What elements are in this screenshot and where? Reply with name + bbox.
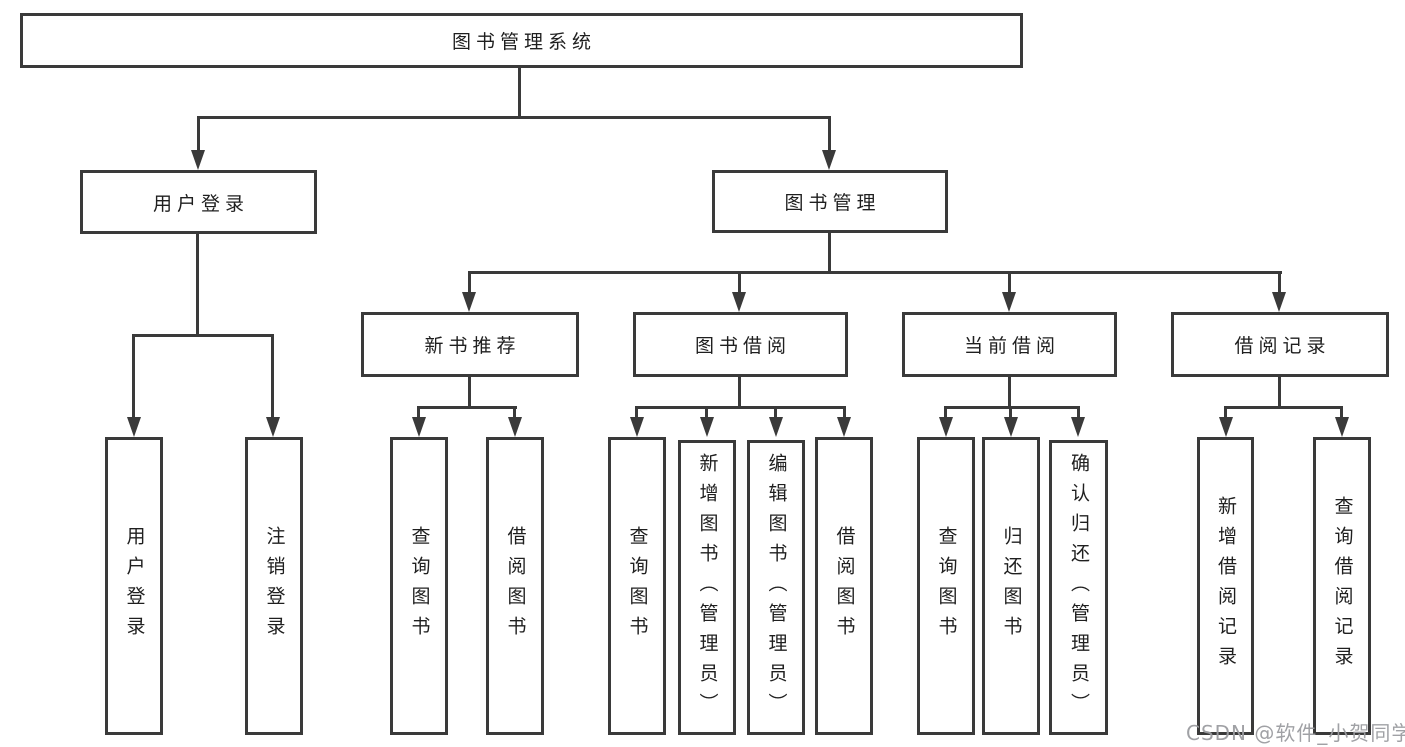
- leaf-query-lending-record: 查询借阅记录: [1313, 437, 1371, 735]
- connector-lending-records-stem: [1278, 377, 1281, 409]
- node-user-login: 用户登录: [80, 170, 317, 234]
- connector-user-login-stem: [196, 234, 199, 337]
- arrow-down-icon: [1002, 292, 1016, 312]
- connector-book-lending-split: [635, 406, 845, 409]
- arrow-down-icon: [732, 292, 746, 312]
- node-new-book-recommend: 新书推荐: [361, 312, 579, 377]
- leaf-query-books-recommend: 查询图书: [390, 437, 448, 735]
- connector-drop-leaf-user-login: [132, 334, 135, 419]
- connector-book-management-split: [468, 271, 1282, 274]
- leaf-borrow-books-recommend: 借阅图书: [486, 437, 544, 735]
- connector-book-management-stem: [828, 233, 831, 274]
- connector-drop: [774, 406, 777, 420]
- arrow-down-icon: [266, 417, 280, 437]
- leaf-borrow-books-lending: 借阅图书: [815, 437, 873, 735]
- arrow-down-icon: [1335, 417, 1349, 437]
- connector-current-lending-split: [944, 406, 1080, 409]
- leaf-edit-book-admin: 编辑图书（管理员）: [747, 440, 805, 735]
- leaf-query-books-current: 查询图书: [917, 437, 975, 735]
- connector-drop-book-lending: [738, 271, 741, 296]
- leaf-query-books-lending: 查询图书: [608, 437, 666, 735]
- connector-drop: [1009, 406, 1012, 420]
- leaf-confirm-return-admin: 确认归还（管理员）: [1049, 440, 1108, 735]
- connector-drop: [843, 406, 846, 420]
- connector-drop: [1077, 406, 1080, 420]
- connector-drop-current-lending: [1008, 271, 1011, 296]
- connector-drop: [705, 406, 708, 420]
- connector-drop: [1340, 406, 1343, 420]
- node-book-lending: 图书借阅: [633, 312, 848, 377]
- leaf-return-books: 归还图书: [982, 437, 1040, 735]
- connector-current-lending-stem: [1008, 377, 1011, 409]
- connector-drop-leaf-logout: [271, 334, 274, 419]
- node-lending-records: 借阅记录: [1171, 312, 1389, 377]
- arrow-down-icon: [939, 417, 953, 437]
- arrow-down-icon: [508, 417, 522, 437]
- connector-user-login-split: [132, 334, 274, 337]
- arrow-down-icon: [412, 417, 426, 437]
- leaf-add-lending-record: 新增借阅记录: [1197, 437, 1254, 735]
- arrow-down-icon: [191, 150, 205, 170]
- arrow-down-icon: [1219, 417, 1233, 437]
- arrow-down-icon: [127, 417, 141, 437]
- watermark: CSDN @软件_小贺同学: [1186, 721, 1405, 745]
- arrow-down-icon: [769, 417, 783, 437]
- connector-drop: [944, 406, 947, 420]
- connector-root-stem: [518, 68, 521, 119]
- connector-drop-lending-records: [1278, 271, 1281, 296]
- connector-drop-book-management: [828, 116, 831, 154]
- arrow-down-icon: [822, 150, 836, 170]
- leaf-add-book-admin: 新增图书（管理员）: [678, 440, 736, 735]
- arrow-down-icon: [462, 292, 476, 312]
- leaf-logout: 注销登录: [245, 437, 303, 735]
- arrow-down-icon: [700, 417, 714, 437]
- connector-drop: [1224, 406, 1227, 420]
- arrow-down-icon: [1272, 292, 1286, 312]
- arrow-down-icon: [1004, 417, 1018, 437]
- connector-book-lending-stem: [738, 377, 741, 409]
- leaf-user-login: 用户登录: [105, 437, 163, 735]
- arrow-down-icon: [630, 417, 644, 437]
- node-current-lending: 当前借阅: [902, 312, 1117, 377]
- node-library-system: 图书管理系统: [20, 13, 1023, 68]
- connector-root-split: [197, 116, 831, 119]
- connector-drop-user-login: [197, 116, 200, 154]
- connector-drop: [635, 406, 638, 420]
- connector-drop: [417, 406, 420, 420]
- connector-new-book-stem: [468, 377, 471, 409]
- arrow-down-icon: [837, 417, 851, 437]
- connector-lending-records-split: [1224, 406, 1343, 409]
- connector-drop: [513, 406, 516, 420]
- arrow-down-icon: [1071, 417, 1085, 437]
- connector-drop-new-book: [468, 271, 471, 296]
- node-book-management: 图书管理: [712, 170, 948, 233]
- connector-new-book-split: [417, 406, 517, 409]
